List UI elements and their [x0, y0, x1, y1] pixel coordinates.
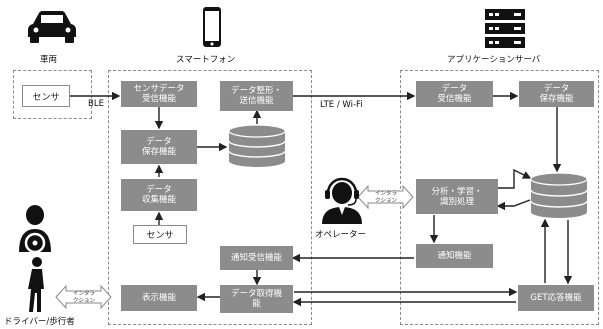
operator-label: オペレーター — [315, 230, 367, 240]
car-icon — [28, 11, 76, 43]
sensor-receive-box: センサデータ 受信機能 — [121, 81, 197, 107]
pedestrian-icon — [28, 257, 44, 312]
operator-icon — [322, 177, 362, 224]
smartphone-group — [108, 70, 312, 325]
car-sensor-box: センサ — [22, 85, 70, 107]
server-database-icon — [530, 172, 588, 218]
lte-label: LTE / Wi-Fi — [320, 100, 363, 110]
server-icon — [485, 9, 525, 48]
car-label: 車両 — [40, 55, 58, 65]
phone-database-icon — [228, 124, 286, 167]
display-box: 表示機能 — [121, 285, 197, 311]
server-data-receive-box: データ 受信機能 — [416, 81, 493, 107]
notify-box: 通知機能 — [416, 244, 493, 268]
notify-receive-box: 通知受信機能 — [220, 246, 293, 270]
smartphone-label: スマートフォン — [176, 55, 236, 65]
ble-label: BLE — [88, 99, 104, 109]
data-format-send-box: データ整形・ 送信機能 — [220, 81, 293, 111]
car-group — [13, 70, 92, 119]
driver-label: ドライバー/歩行者 — [4, 317, 75, 327]
analysis-box: 分析・学習・ 識別処理 — [416, 179, 498, 214]
server-label: アプリケーションサーバ — [447, 55, 541, 65]
server-data-store-box: データ 保存機能 — [519, 81, 594, 107]
smartphone-icon — [203, 7, 221, 47]
data-collect-box: データ 収集機能 — [121, 179, 197, 211]
driver-icon — [19, 205, 51, 253]
driver-interaction-label: インタラ クション — [72, 291, 95, 304]
operator-interaction-label: インタラ クション — [374, 191, 397, 204]
get-response-box: GET応答機能 — [518, 285, 594, 311]
phone-sensor-box: センサ — [133, 225, 187, 244]
data-fetch-box: データ取得機 能 — [220, 285, 293, 313]
phone-data-store-box: データ 保存機能 — [121, 130, 197, 164]
